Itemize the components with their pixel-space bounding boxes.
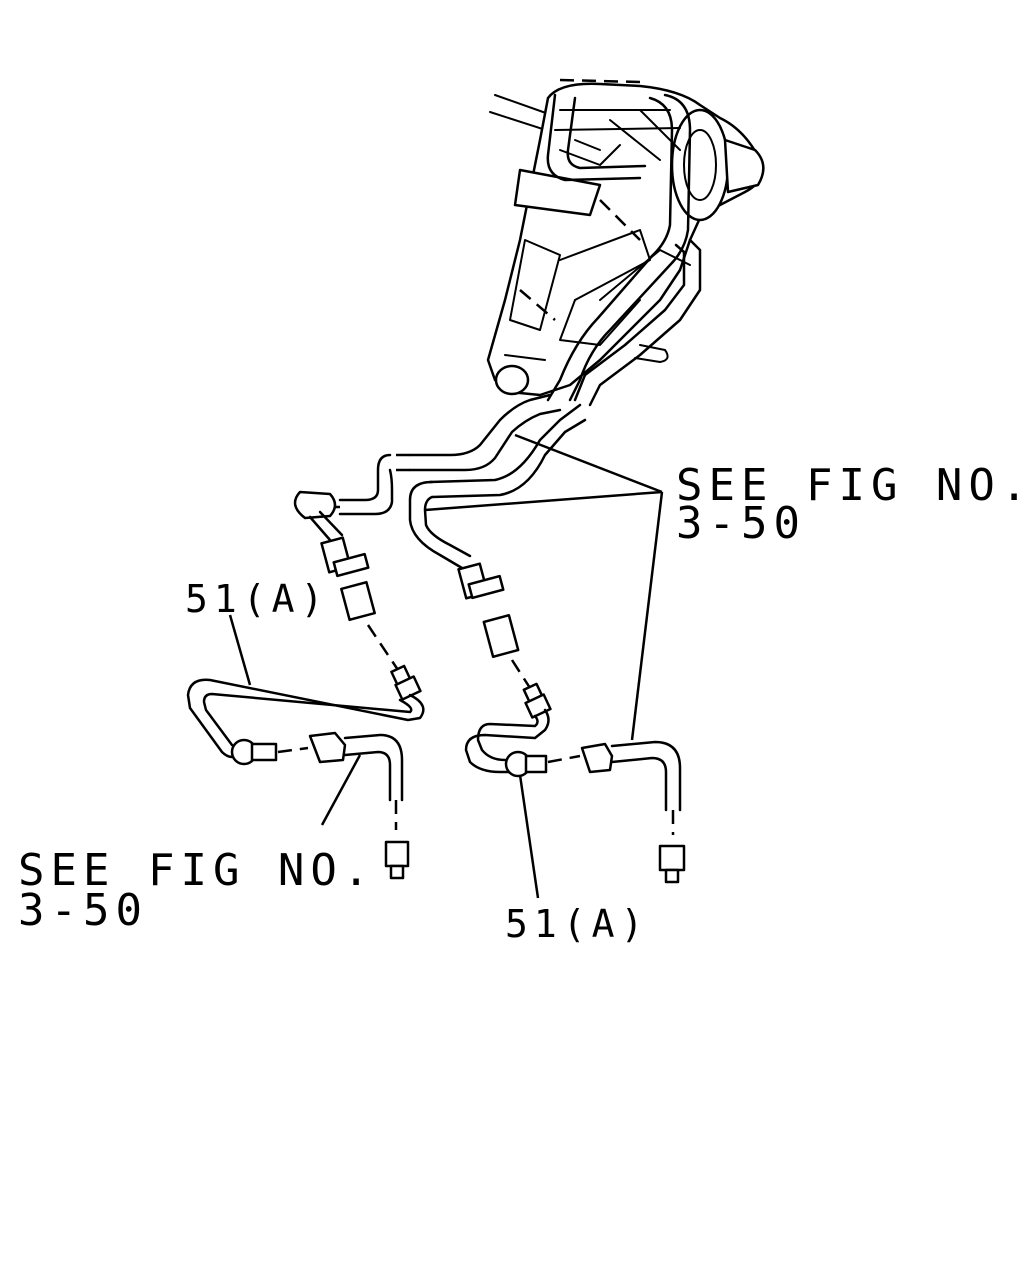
see-fig-callout-top-number: 3-50: [676, 498, 806, 549]
right-injector-fittings: [457, 562, 552, 719]
leader-lines: [228, 433, 664, 899]
see-fig-callout-left: SEE FIG NO.: [18, 845, 375, 896]
part-label-left: 51(A): [185, 577, 329, 621]
right-injection-pipe-51a: [464, 708, 686, 884]
left-injector-fittings: [320, 536, 422, 701]
see-fig-callout-top: SEE FIG NO.: [676, 460, 1024, 511]
injection-pump-assembly: [486, 78, 765, 407]
see-fig-callout-left-number: 3-50: [18, 885, 148, 936]
left-injection-pipe-51a: [186, 678, 425, 880]
part-label-right: 51(A): [505, 902, 649, 946]
fuel-line-bundle: [293, 393, 587, 570]
